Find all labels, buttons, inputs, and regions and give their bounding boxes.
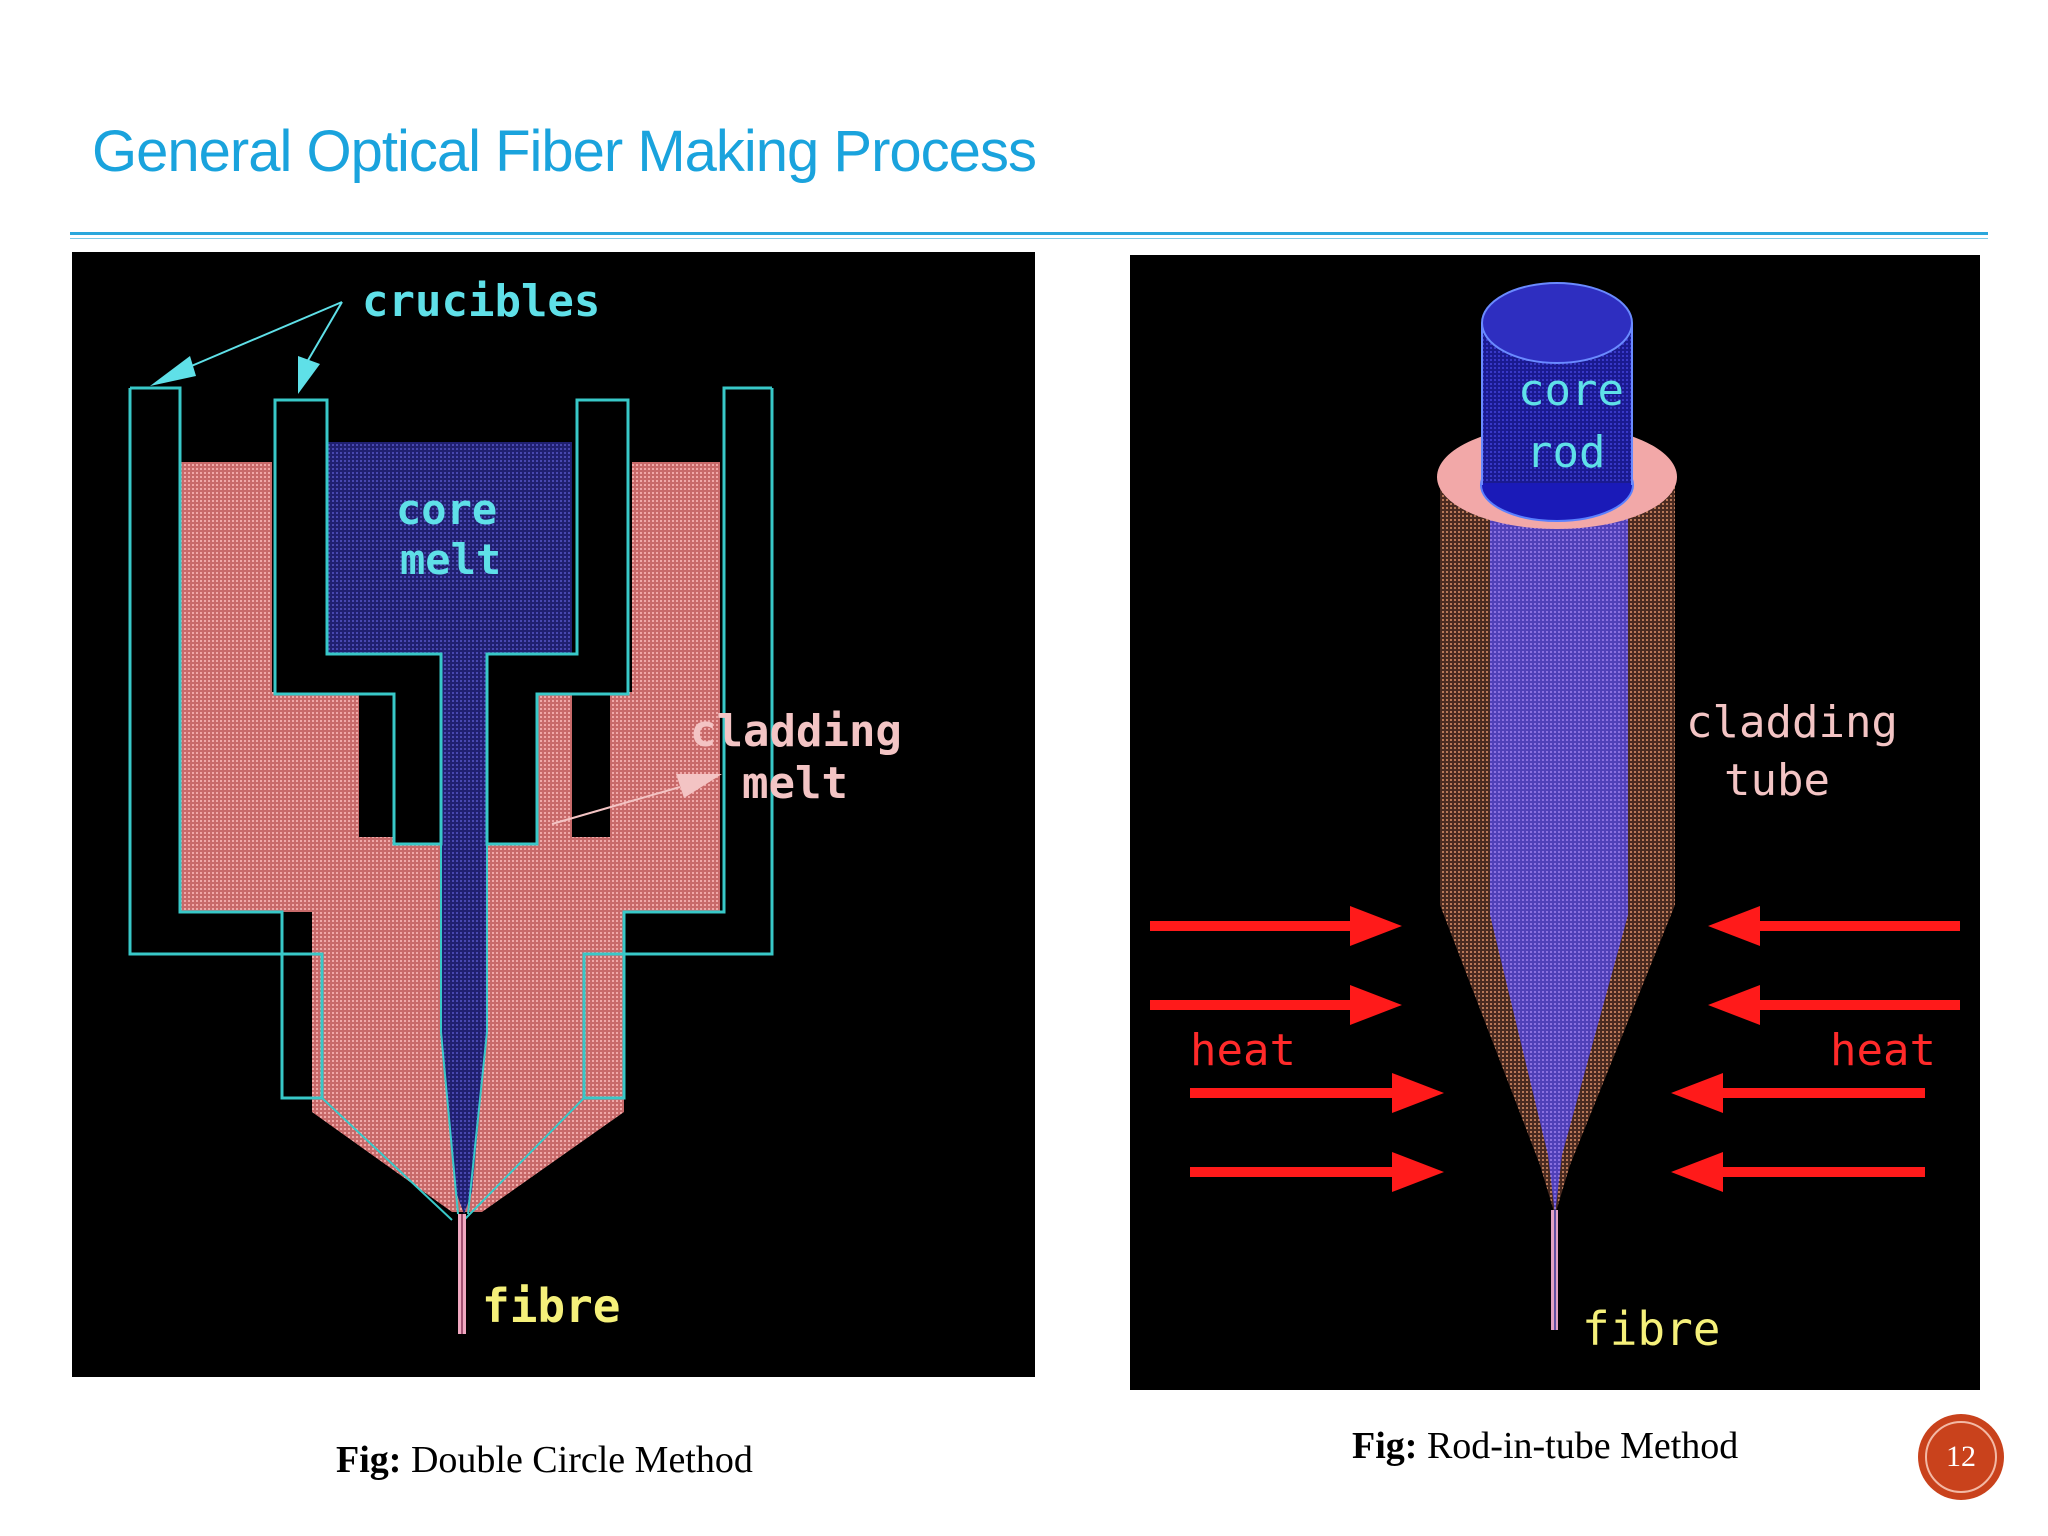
- caption-left-prefix: Fig:: [336, 1439, 402, 1481]
- caption-rod-in-tube: Fig: Rod-in-tube Method: [1352, 1424, 1738, 1468]
- title-rule-thin: [70, 238, 1988, 239]
- label-fibre-right: fibre: [1582, 1302, 1720, 1356]
- label-core-melt-1: core: [396, 485, 497, 534]
- label-cladding-tube-2: tube: [1724, 755, 1830, 806]
- right-fibre-core: [1554, 1210, 1556, 1330]
- label-fibre-left: fibre: [482, 1279, 620, 1333]
- page-number-ring: [1925, 1421, 1997, 1493]
- core-rod-body: [1490, 475, 1628, 1215]
- rod-in-tube-diagram: core rod cladding tube heat heat fibre: [1130, 255, 1980, 1390]
- crucibles-arrowhead-2: [298, 356, 320, 394]
- title-rule: [70, 232, 1988, 235]
- label-core-rod-1: core: [1518, 365, 1624, 416]
- inner-crucible-nozzle: [440, 654, 488, 1215]
- cladding-pointer-line: [551, 786, 681, 825]
- outer-crucible: [128, 386, 324, 1100]
- label-crucibles: crucibles: [362, 276, 600, 327]
- label-cladding-melt-2: melt: [742, 758, 848, 809]
- double-crucible-diagram: crucibles core melt cladding melt fibre: [72, 252, 1035, 1377]
- caption-right-prefix: Fig:: [1352, 1425, 1418, 1467]
- caption-left-text: Double Circle Method: [401, 1439, 753, 1481]
- page-number-badge: 12: [1918, 1414, 2004, 1500]
- caption-right-text: Rod-in-tube Method: [1417, 1425, 1739, 1467]
- heat-arrows-right: [1671, 906, 1960, 1192]
- label-core-rod-2: rod: [1526, 427, 1605, 478]
- label-cladding-melt-1: cladding: [690, 706, 902, 757]
- label-heat-right: heat: [1830, 1025, 1936, 1076]
- crucibles-arrowhead-1: [150, 356, 196, 386]
- outer-crucible-funnel: [321, 1097, 585, 1221]
- heat-arrows-left: [1150, 906, 1444, 1192]
- core-rod-cap: [1481, 282, 1633, 364]
- caption-double-circle: Fig: Double Circle Method: [336, 1438, 753, 1482]
- slide-title: General Optical Fiber Making Process: [92, 119, 1037, 184]
- page-number: 12: [1946, 1440, 1976, 1473]
- label-core-melt-2: melt: [400, 535, 501, 584]
- label-heat-left: heat: [1190, 1025, 1296, 1076]
- outer-crucible-right: [582, 386, 774, 1100]
- left-fibre-core: [461, 1214, 463, 1334]
- crucibles-pointer-line-1: [181, 301, 343, 371]
- cladding-arrowhead: [676, 774, 722, 798]
- core-melt-region: [327, 442, 572, 1214]
- label-cladding-tube-1: cladding: [1686, 697, 1898, 748]
- crucibles-pointer-line-2: [306, 301, 343, 363]
